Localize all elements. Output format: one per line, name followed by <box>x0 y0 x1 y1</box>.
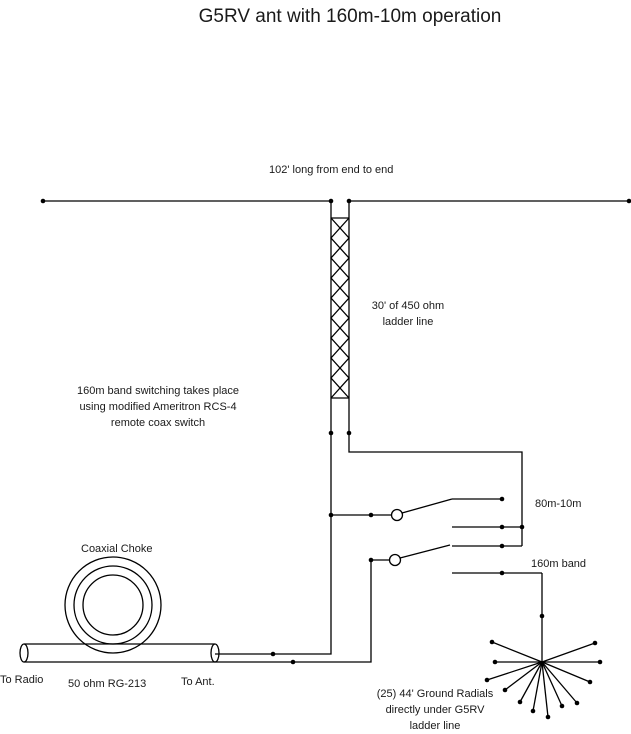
ground-radials <box>486 641 600 718</box>
switching-note-line2: using modified Ameritron RCS-4 <box>79 401 237 413</box>
junction-dots <box>40 198 631 720</box>
radials-label: (25) 44' Ground Radials directly under G… <box>340 686 530 734</box>
switching-note-line1: 160m band switching takes place <box>76 385 240 397</box>
coax-shield-wire <box>215 560 372 663</box>
choke-outer-ring <box>64 556 162 654</box>
band-80-10-label: 80m-10m <box>535 498 582 510</box>
to-radio-label: To Radio <box>0 674 44 686</box>
coax-label: 50 ohm RG-213 <box>68 678 147 690</box>
choke-inner-ring <box>82 574 144 636</box>
coax-left-end <box>19 643 29 663</box>
ladder-line <box>330 201 350 515</box>
choke-label: Coaxial Choke <box>81 543 153 555</box>
coax-center-wire <box>215 515 332 655</box>
switching-note: 160m band switching takes place using mo… <box>58 383 258 431</box>
ladder-line-label-line1: 30' of 450 ohm <box>371 300 445 312</box>
ladder-line-label-line2: ladder line <box>382 316 434 328</box>
switch2-pivot <box>388 553 402 567</box>
switch1-pivot <box>390 508 404 522</box>
coax-right-end <box>210 643 220 663</box>
length-label: 102' long from end to end <box>269 164 394 176</box>
switch1-blade <box>401 498 453 514</box>
radials-label-line2: directly under G5RV <box>385 704 485 716</box>
switch2-blade <box>399 544 451 559</box>
radials-label-line1: (25) 44' Ground Radials <box>376 688 494 700</box>
radials-label-line3: ladder line <box>409 720 461 732</box>
to-ant-label: To Ant. <box>181 676 215 688</box>
ladder-to-switch-wire <box>348 433 523 527</box>
choke-mid-ring <box>73 565 153 645</box>
switching-note-line3: remote coax switch <box>110 417 206 429</box>
ladder-line-label: 30' of 450 ohm ladder line <box>368 298 448 330</box>
band-160-label: 160m band <box>531 558 587 570</box>
diagram-title: G5RV ant with 160m-10m operation <box>198 6 502 27</box>
